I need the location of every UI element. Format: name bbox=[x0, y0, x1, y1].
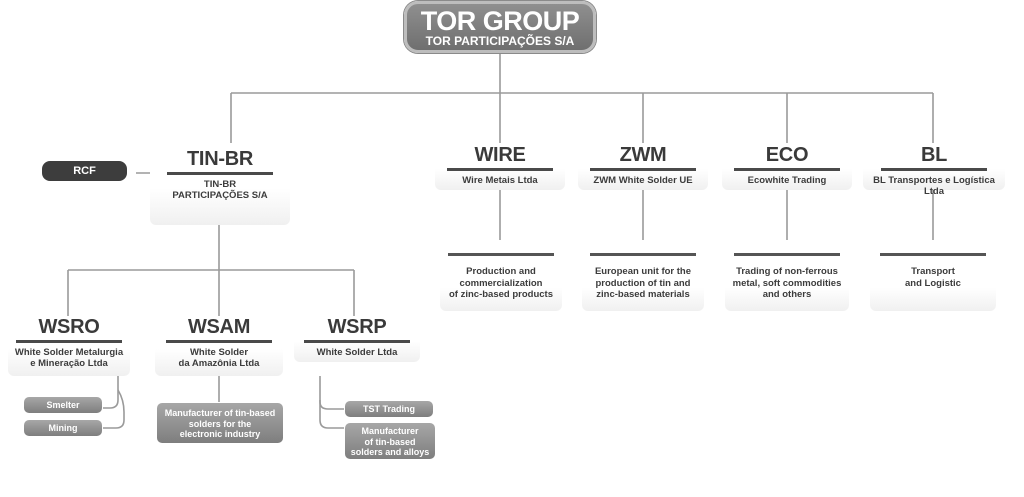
eco-node: ECO Ecowhite Trading bbox=[722, 143, 852, 190]
wsam-item-line1: Manufacturer of tin-based bbox=[164, 408, 276, 418]
bl-desc-line1: Transport bbox=[911, 266, 955, 277]
root-title: TOR GROUP bbox=[420, 6, 580, 36]
wire-description: Production and commercialization of zinc… bbox=[440, 253, 562, 311]
wsam-subtitle-line1: White Solder bbox=[189, 347, 249, 358]
wsrp-title: WSRP bbox=[327, 316, 387, 338]
wire-desc-line3: of zinc-based products bbox=[449, 289, 553, 300]
wsro-subtitle-line1: White Solder Metalurgia bbox=[14, 347, 124, 358]
wire-title: WIRE bbox=[474, 144, 526, 166]
eco-title: ECO bbox=[765, 144, 809, 166]
bl-node: BL BL Transportes e Logística Ltda bbox=[863, 143, 1005, 197]
mining-pill: Mining bbox=[24, 420, 102, 436]
zwm-title: ZWM bbox=[619, 144, 667, 166]
eco-desc-line1: Trading of non-ferrous bbox=[736, 266, 838, 277]
wsrp-subtitle: White Solder Ltda bbox=[316, 347, 398, 358]
zwm-subtitle: ZWM White Solder UE bbox=[593, 175, 693, 186]
wsam-item-line3: electronic industry bbox=[179, 429, 261, 439]
eco-desc-line2: metal, soft commodities bbox=[732, 277, 842, 289]
zwm-divider bbox=[590, 168, 696, 171]
wire-subtitle: Wire Metais Ltda bbox=[462, 175, 538, 186]
eco-divider bbox=[734, 168, 840, 171]
rcf-node: RCF bbox=[42, 161, 127, 181]
wsro-title: WSRO bbox=[38, 316, 100, 338]
wsrp-item2-line1: Manufacturer bbox=[361, 426, 419, 436]
wsrp-item2-line3: solders and alloys bbox=[350, 447, 430, 457]
wsrp-product-pill: Manufacturer of tin-based solders and al… bbox=[345, 423, 435, 459]
zwm-desc-line3: zinc-based materials bbox=[596, 289, 690, 300]
wsam-product-pill: Manufacturer of tin-based solders for th… bbox=[157, 403, 283, 443]
zwm-description-divider bbox=[590, 253, 696, 256]
wsam-item-line2: solders for the bbox=[188, 418, 252, 429]
eco-description: Trading of non-ferrous metal, soft commo… bbox=[725, 253, 849, 311]
wsam-subtitle-line2: da Amazônia Ltda bbox=[178, 358, 260, 369]
bl-desc-line2: and Logistic bbox=[905, 277, 961, 289]
wsro-divider bbox=[16, 340, 122, 343]
bl-subtitle: BL Transportes e Logística Ltda bbox=[873, 175, 995, 197]
tin-br-subtitle-line1: TIN-BR bbox=[203, 179, 237, 190]
wsrp-divider bbox=[304, 340, 410, 343]
wire-desc-line1: Production and bbox=[466, 266, 536, 277]
wsrp-item2-line2: of tin-based bbox=[364, 436, 416, 447]
eco-subtitle: Ecowhite Trading bbox=[747, 175, 827, 186]
zwm-description: European unit for the production of tin … bbox=[582, 253, 704, 311]
bl-divider bbox=[881, 168, 987, 171]
zwm-node: ZWM ZWM White Solder UE bbox=[578, 143, 708, 190]
wire-node: WIRE Wire Metais Ltda bbox=[435, 143, 565, 190]
wire-description-divider bbox=[448, 253, 554, 256]
wsam-divider bbox=[166, 340, 272, 343]
smelter-pill: Smelter bbox=[24, 397, 102, 413]
tin-br-divider bbox=[167, 172, 273, 175]
wire-desc-line2: commercialization bbox=[459, 277, 543, 289]
bl-title: BL bbox=[920, 144, 948, 166]
zwm-desc-line1: European unit for the bbox=[594, 266, 692, 277]
tin-br-node: TIN-BR TIN-BR PARTICIPAÇÕES S/A bbox=[150, 143, 290, 225]
wsam-title: WSAM bbox=[187, 316, 251, 338]
wire-divider bbox=[447, 168, 553, 171]
root-subtitle: TOR PARTICIPAÇÕES S/A bbox=[425, 34, 575, 48]
zwm-desc-line2: production of tin and bbox=[595, 277, 691, 289]
eco-desc-line3: and others bbox=[762, 289, 812, 300]
tor-group-root-node: TOR GROUP TOR PARTICIPAÇÕES S/A bbox=[404, 1, 596, 53]
wsro-node: WSRO White Solder Metalurgia e Mineração… bbox=[8, 316, 130, 376]
bl-description: Transport and Logistic bbox=[870, 253, 996, 311]
tin-br-subtitle-line2: PARTICIPAÇÕES S/A bbox=[172, 190, 268, 201]
tin-br-title: TIN-BR bbox=[187, 148, 253, 170]
wsam-node: WSAM White Solder da Amazônia Ltda bbox=[155, 316, 283, 376]
bl-description-divider bbox=[880, 253, 986, 256]
eco-description-divider bbox=[734, 253, 840, 256]
wsrp-node: WSRP White Solder Ltda bbox=[294, 316, 420, 362]
tst-trading-pill: TST Trading bbox=[345, 401, 433, 417]
wsro-subtitle-line2: e Mineração Ltda bbox=[30, 358, 108, 369]
